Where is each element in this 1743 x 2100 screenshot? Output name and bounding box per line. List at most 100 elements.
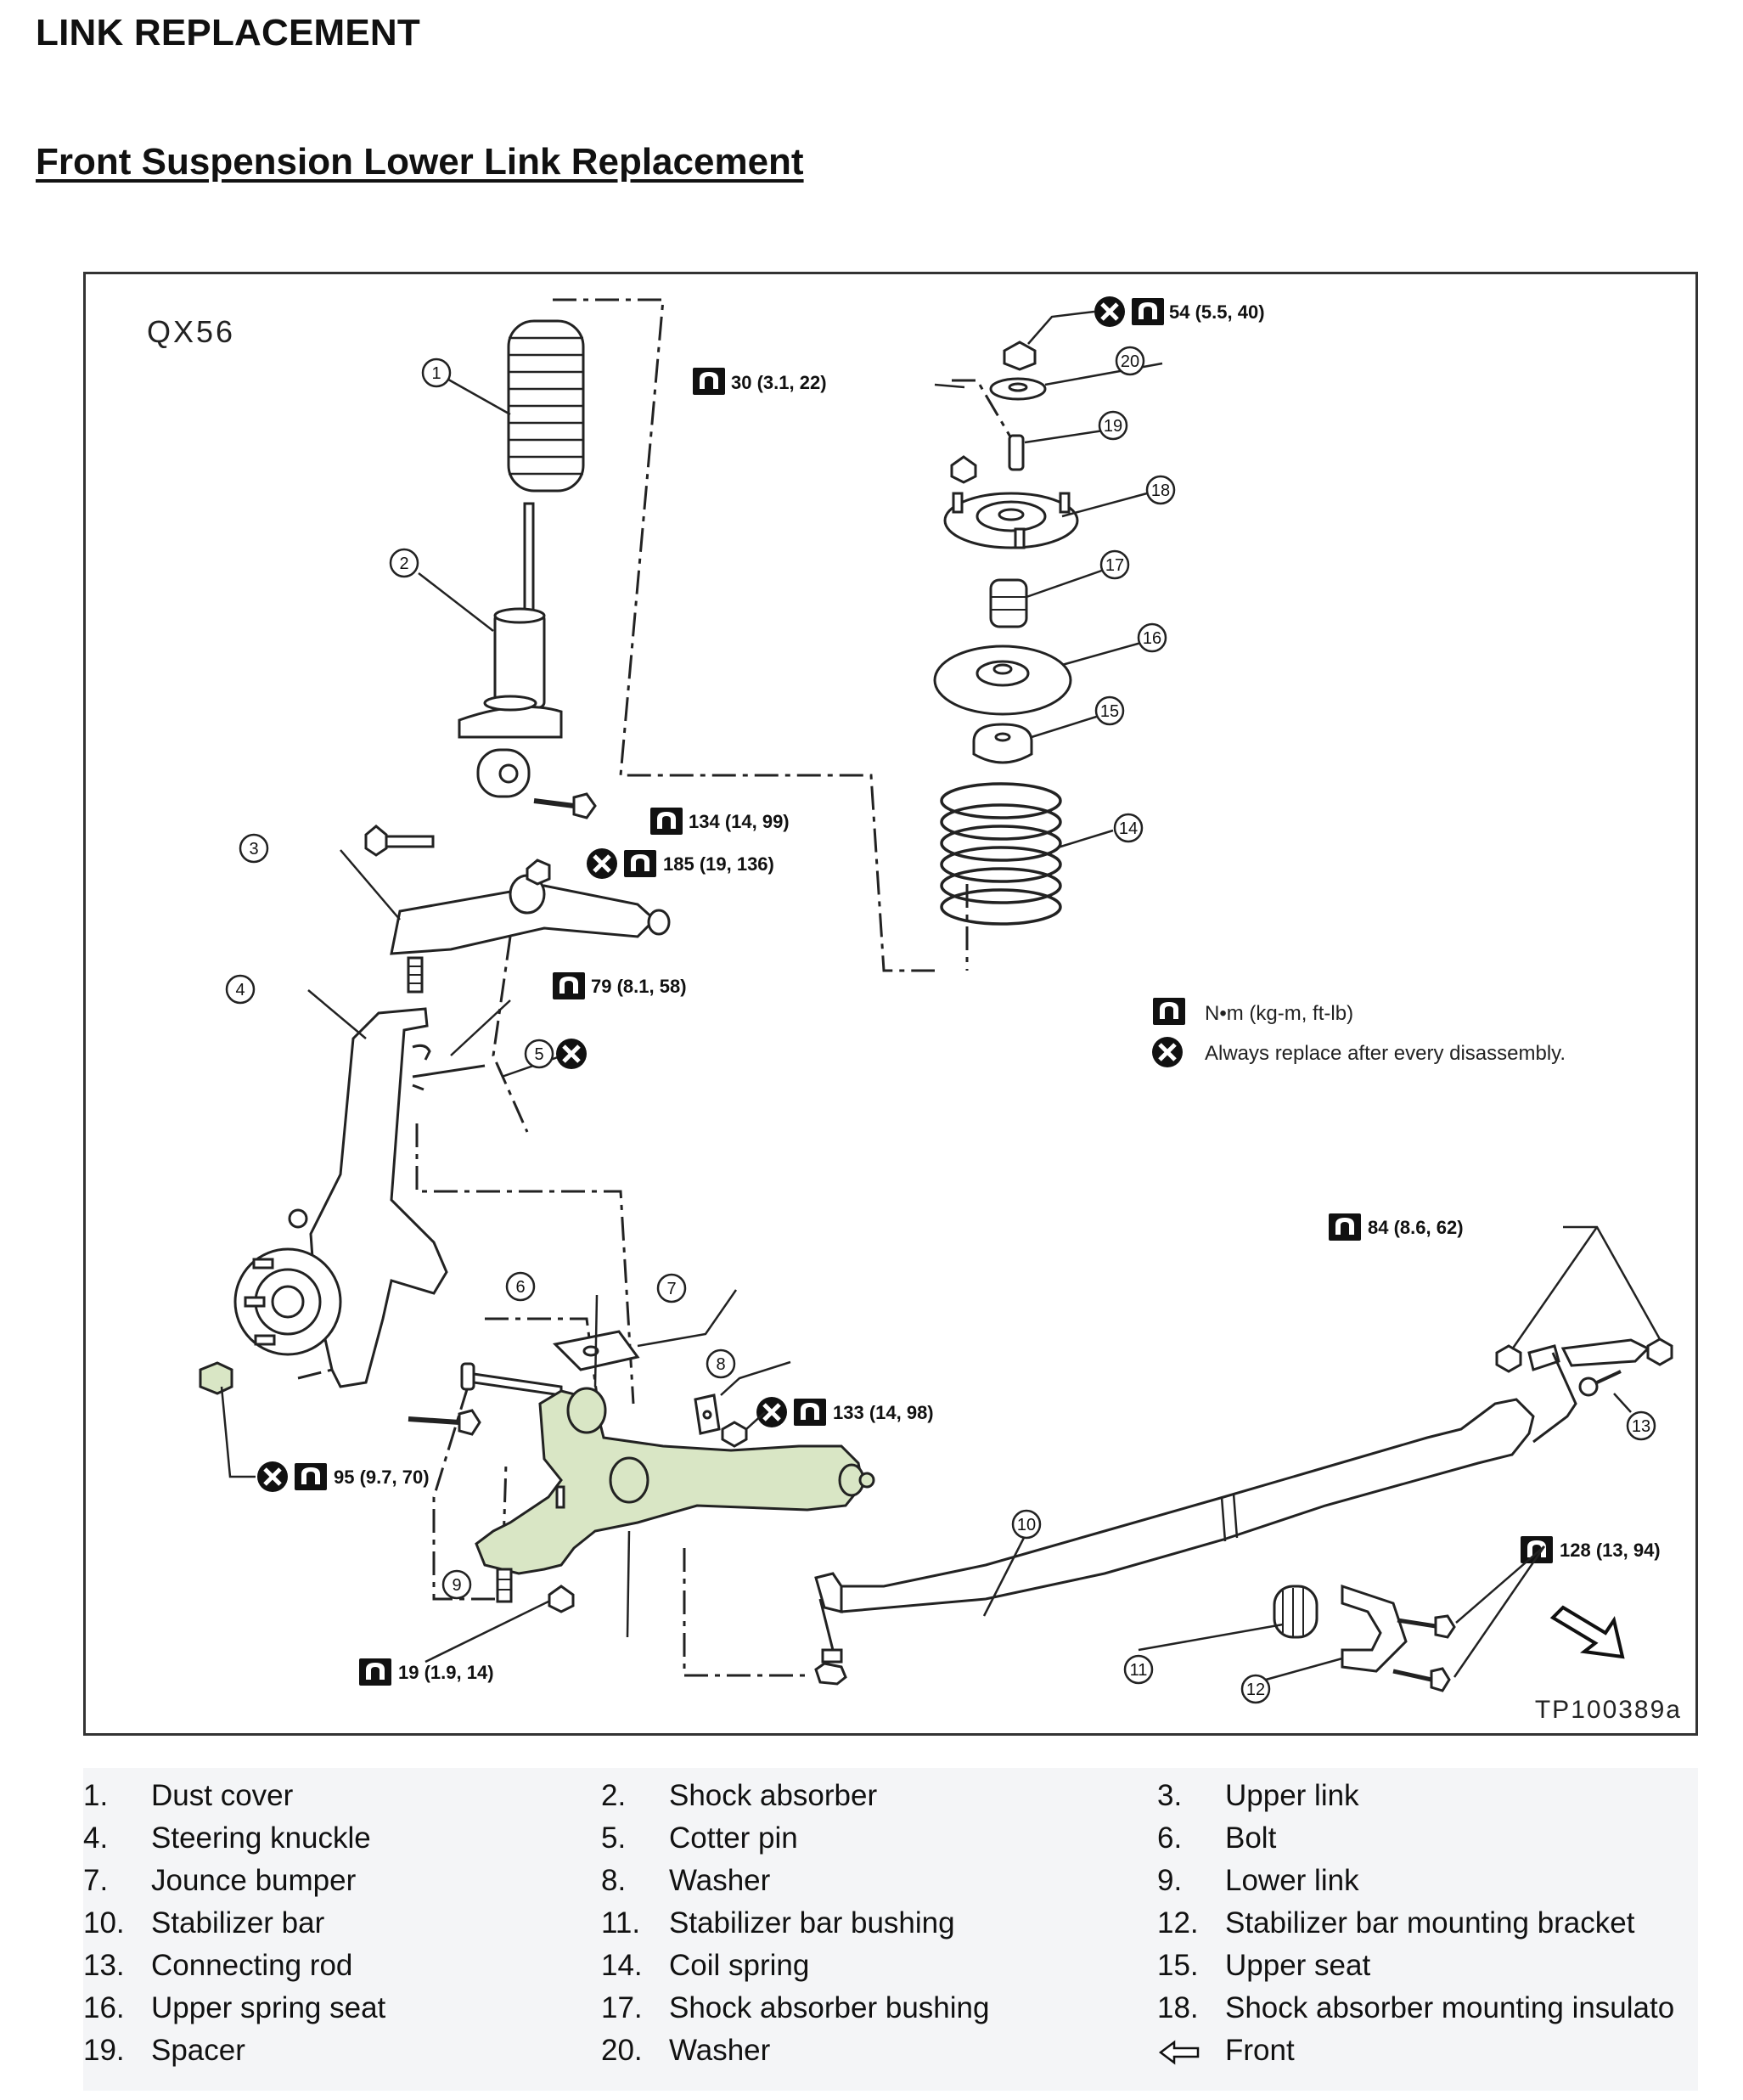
svg-text:20: 20 bbox=[1121, 352, 1139, 371]
legend-item-number: 19. bbox=[83, 2034, 125, 2067]
svg-text:8: 8 bbox=[716, 1355, 725, 1374]
legend-item-label: Steering knuckle bbox=[151, 1821, 371, 1855]
upper-link bbox=[390, 874, 671, 994]
legend-item: 11. Stabilizer bar bushing bbox=[601, 1902, 1110, 1945]
callout-11: 11 bbox=[1123, 1654, 1154, 1685]
callout-3: 3 bbox=[239, 833, 269, 864]
torque-79: 79 (8.1, 58) bbox=[591, 976, 687, 997]
callout-8: 8 bbox=[706, 1348, 736, 1379]
legend-item: 20. Washer bbox=[601, 2030, 1110, 2072]
leader-lines bbox=[220, 310, 1661, 1681]
legend-item-number: 18. bbox=[1157, 1991, 1199, 2024]
svg-text:10: 10 bbox=[1017, 1516, 1036, 1534]
stabilizer-bushing bbox=[1273, 1585, 1318, 1639]
shock-bushing bbox=[989, 578, 1028, 628]
callout-15: 15 bbox=[1094, 695, 1125, 726]
callout-18: 18 bbox=[1145, 475, 1176, 505]
legend-item-label: Spacer bbox=[151, 2034, 245, 2067]
torque-185: 185 (19, 136) bbox=[663, 853, 774, 875]
torque-95: 95 (9.7, 70) bbox=[334, 1467, 430, 1488]
legend-item: 1.Dust cover bbox=[83, 1775, 593, 1817]
callout-5: 5 bbox=[524, 1039, 587, 1069]
legend-item-label: Shock absorber bbox=[669, 1779, 878, 1812]
upper-seat bbox=[972, 723, 1033, 764]
document-title: LINK REPLACEMENT bbox=[36, 12, 420, 53]
callout-markers: 1 2 3 4 5 6 7 8 9 10 11 12 13 14 15 16 1… bbox=[225, 346, 1656, 1704]
stabilizer-bar bbox=[814, 1398, 1535, 1686]
legend-item-number: 16. bbox=[83, 1991, 125, 2024]
legend-item: 16.Upper spring seat bbox=[83, 1987, 593, 2030]
legend-item: 2. Shock absorber bbox=[601, 1775, 1110, 1817]
front-direction-arrow-icon bbox=[1549, 1605, 1625, 1659]
legend-item: 6.Bolt bbox=[1157, 1817, 1698, 1860]
torque-128: 128 (13, 94) bbox=[1560, 1540, 1661, 1561]
spacer-19 bbox=[1008, 434, 1025, 471]
svg-text:13: 13 bbox=[1632, 1417, 1650, 1436]
callout-2: 2 bbox=[389, 548, 419, 578]
svg-text:18: 18 bbox=[1151, 481, 1170, 500]
callout-4: 4 bbox=[225, 974, 256, 1005]
legend-item-label: Washer bbox=[669, 2034, 771, 2067]
legend-item-label: Coil spring bbox=[669, 1949, 810, 1982]
legend-item-number: 3. bbox=[1157, 1779, 1183, 1812]
legend-item-number: 9. bbox=[1157, 1864, 1183, 1897]
legend-item-number: 15. bbox=[1157, 1949, 1199, 1982]
legend-item-number: 13. bbox=[83, 1949, 125, 1982]
cotter-pin bbox=[412, 1044, 486, 1091]
lower-link-bolt bbox=[460, 1362, 563, 1397]
callout-10: 10 bbox=[1011, 1509, 1042, 1540]
washer-20 bbox=[989, 341, 1047, 401]
callout-12: 12 bbox=[1240, 1674, 1271, 1704]
legend-item-label: Upper link bbox=[1225, 1779, 1359, 1812]
torque-84: 84 (8.6, 62) bbox=[1368, 1217, 1464, 1238]
lower-link-nuts bbox=[199, 1361, 575, 1613]
washer-8 bbox=[694, 1393, 748, 1448]
svg-text:5: 5 bbox=[534, 1045, 543, 1064]
torque-labels: 54 (5.5, 40) 30 (3.1, 22) 134 (14, 99) 1… bbox=[257, 296, 1661, 1686]
legend-item-number: 11. bbox=[601, 1906, 641, 1940]
svg-text:15: 15 bbox=[1100, 702, 1119, 721]
torque-133: 133 (14, 98) bbox=[833, 1402, 934, 1423]
legend-item: 8.Washer bbox=[601, 1860, 1110, 1902]
legend-item-label: Shock absorber bushing bbox=[669, 1991, 990, 2024]
legend-item-label: Stabilizer bar bbox=[151, 1906, 325, 1940]
torque-unit-text: N•m (kg-m, ft-lb) bbox=[1205, 1002, 1353, 1025]
legend-item-label: Cotter pin bbox=[669, 1821, 798, 1855]
dust-cover bbox=[507, 319, 585, 493]
legend-item-number: 17. bbox=[601, 1991, 643, 2024]
legend-item-number: 2. bbox=[601, 1779, 627, 1812]
svg-text:19: 19 bbox=[1104, 417, 1122, 436]
legend-item-number: 5. bbox=[601, 1821, 627, 1855]
callout-6: 6 bbox=[505, 1271, 536, 1302]
callout-17: 17 bbox=[1099, 549, 1130, 580]
coil-spring bbox=[940, 782, 1062, 926]
svg-text:17: 17 bbox=[1105, 556, 1124, 575]
replace-text: Always replace after every disassembly. bbox=[1205, 1042, 1566, 1065]
legend-item: 10.Stabilizer bar bbox=[83, 1902, 593, 1945]
legend-item: 14. Coil spring bbox=[601, 1945, 1110, 1987]
connecting-rod bbox=[1495, 1337, 1673, 1444]
legend-item-label: Upper seat bbox=[1225, 1949, 1371, 1982]
svg-text:1: 1 bbox=[431, 364, 441, 383]
symbol-legend: N•m (kg-m, ft-lb) Always replace after e… bbox=[1152, 998, 1566, 1067]
mounting-insulator bbox=[943, 492, 1079, 549]
upper-spring-seat bbox=[933, 645, 1072, 716]
nut-30 bbox=[950, 455, 977, 484]
legend-item-number: 12. bbox=[1157, 1906, 1199, 1940]
svg-text:4: 4 bbox=[235, 981, 245, 999]
legend-item-label: Stabilizer bar bushing bbox=[669, 1906, 955, 1940]
legend-item-number: 20. bbox=[601, 2034, 643, 2067]
legend-item-number: 4. bbox=[83, 1821, 109, 1855]
legend-item-label: Dust cover bbox=[151, 1779, 294, 1812]
lower-link bbox=[475, 1387, 875, 1603]
svg-text:3: 3 bbox=[249, 840, 258, 859]
callout-9: 9 bbox=[441, 1569, 472, 1600]
svg-text:12: 12 bbox=[1246, 1681, 1265, 1699]
torque-19: 19 (1.9, 14) bbox=[398, 1662, 494, 1683]
legend-item: 13. Connecting rod bbox=[83, 1945, 593, 1987]
callout-7: 7 bbox=[656, 1273, 687, 1303]
legend-item-number: 14. bbox=[601, 1949, 643, 1982]
legend-item-label: Connecting rod bbox=[151, 1949, 353, 1982]
legend-item: 4. Steering knuckle bbox=[83, 1817, 593, 1860]
upper-link-bolts bbox=[364, 792, 597, 886]
